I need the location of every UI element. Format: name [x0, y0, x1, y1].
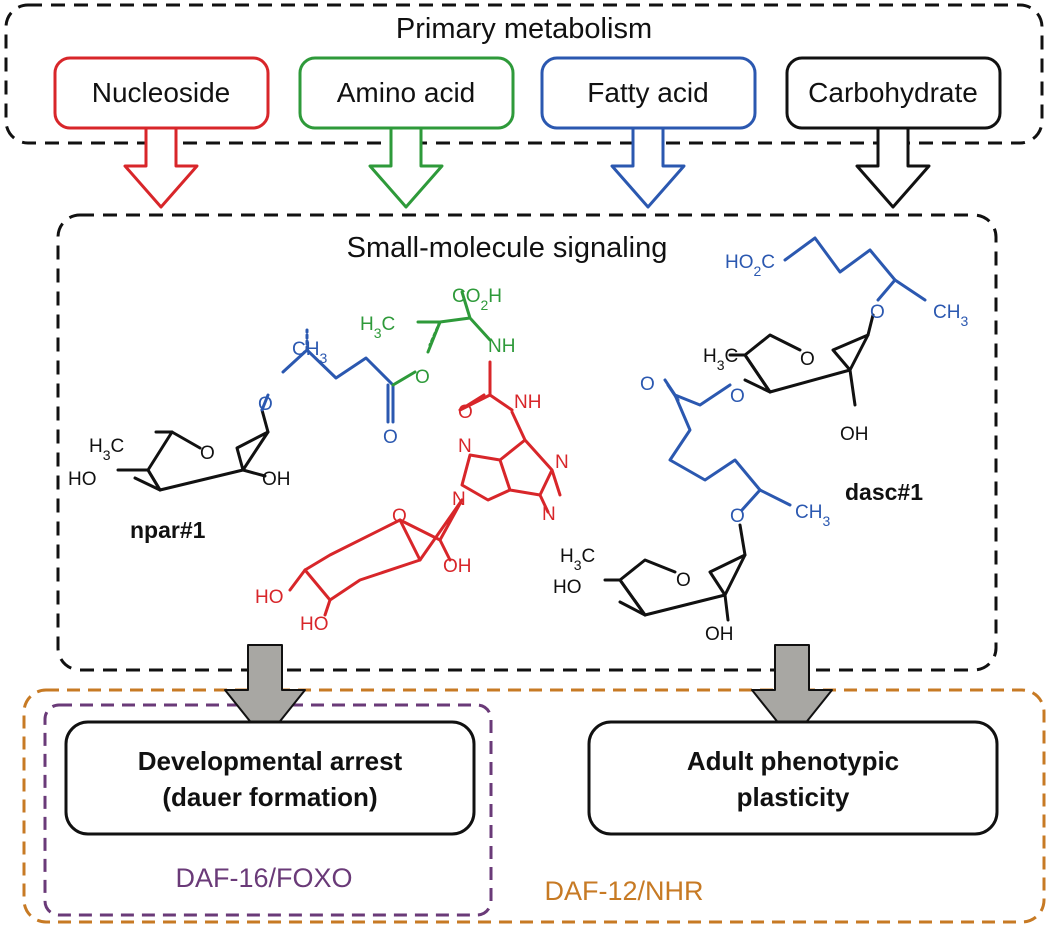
npar-structure: H3C O HO OH O CH3 O O H3C CO2H NH O NH N… — [68, 286, 569, 635]
primary-metabolism-title: Primary metabolism — [396, 13, 652, 45]
dasc-top-ch3-label: CH3 — [933, 302, 968, 329]
npar-ring-o-label: O — [200, 443, 215, 464]
npar-ribose-o-label: O — [392, 506, 407, 527]
dasc-structure: HO2C O CH3 H3C O OH O O O CH3 H3C O HO O… — [553, 236, 968, 645]
daf16-box — [43, 703, 493, 917]
daf16-label: DAF-16/FOXO — [175, 863, 352, 893]
npar-carbonyl-o-label: O — [383, 427, 398, 448]
npar-ho-label: HO — [68, 469, 97, 490]
npar-h3c-label: H3C — [89, 436, 124, 463]
right-outcome-arrow-icon — [751, 644, 833, 741]
npar-n1-label: N — [555, 452, 569, 473]
developmental-arrest-box — [64, 720, 476, 836]
npar-oh-label: OH — [262, 469, 291, 490]
dasc-top-oh-label: OH — [840, 424, 869, 445]
amino-acid-arrow-icon — [368, 126, 444, 209]
dasc-bottom-ether-o-label: O — [730, 506, 745, 527]
amino-acid-label: Amino acid — [337, 77, 476, 108]
dasc-bottom-ring-o-label: O — [676, 570, 691, 591]
left-outcome-arrow-icon — [224, 644, 306, 741]
nucleoside-arrow-icon — [123, 126, 199, 209]
dasc-top-ring-o-label: O — [800, 349, 815, 370]
dasc-ho2c-label: HO2C — [725, 252, 775, 279]
dasc-bottom-h3c-label: H3C — [560, 546, 595, 573]
dasc-bottom-ho-label: HO — [553, 577, 582, 598]
signaling-box — [56, 213, 998, 672]
dasc-top-ether-o-label: O — [870, 302, 885, 323]
carbohydrate-arrow-icon — [855, 126, 931, 209]
npar-n7-label: N — [458, 436, 472, 457]
adult-plasticity-line1: Adult phenotypic — [687, 746, 899, 776]
npar-ether-o-label: O — [258, 394, 273, 415]
npar-urea-o-label: O — [458, 402, 473, 423]
developmental-arrest-line2: (dauer formation) — [162, 782, 377, 812]
daf12-label: DAF-12/NHR — [544, 876, 703, 906]
dasc-top-h3c-label: H3C — [703, 346, 738, 373]
npar-ch3-label: CH3 — [292, 339, 327, 366]
adult-plasticity-line2: plasticity — [737, 782, 850, 812]
dasc-name-label: dasc#1 — [845, 479, 923, 505]
dasc-bottom-oh-label: OH — [705, 624, 734, 645]
npar-co2h-label: CO2H — [452, 286, 502, 313]
dasc-ester-o-label: O — [730, 386, 745, 407]
npar-name-label: npar#1 — [130, 517, 206, 543]
developmental-arrest-line1: Developmental arrest — [138, 746, 403, 776]
npar-n3-label: N — [542, 504, 556, 525]
fatty-acid-label: Fatty acid — [587, 77, 708, 108]
npar-urea-nh-label: NH — [514, 392, 541, 413]
npar-thr-h3c-label: H3C — [360, 314, 395, 341]
daf12-box — [22, 688, 1046, 924]
npar-ribose-oh-label: OH — [443, 556, 472, 577]
nucleoside-label: Nucleoside — [92, 77, 231, 108]
fatty-acid-arrow-icon — [610, 126, 686, 209]
carbohydrate-label: Carbohydrate — [808, 77, 978, 108]
dasc-carbonyl-o-label: O — [640, 374, 655, 395]
npar-ester-o-label: O — [415, 367, 430, 388]
npar-ribose-ho2-label: HO — [300, 614, 329, 635]
adult-plasticity-box — [587, 720, 999, 836]
npar-ribose-ho1-label: HO — [255, 587, 284, 608]
dasc-bottom-ch3-label: CH3 — [795, 502, 830, 529]
signaling-title: Small-molecule signaling — [347, 232, 668, 264]
npar-nh-label: NH — [488, 336, 515, 357]
npar-n9-label: N — [452, 489, 466, 510]
primary-metabolism-box — [4, 3, 1044, 145]
